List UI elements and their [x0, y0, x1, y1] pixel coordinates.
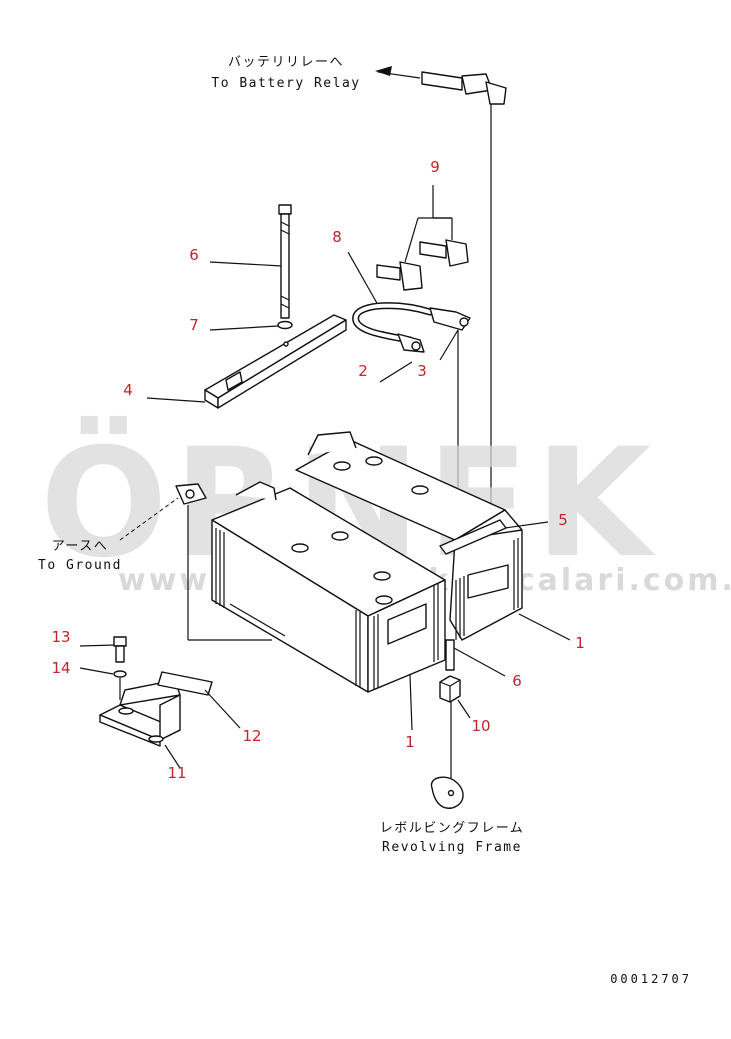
- strap-part-5: [439, 519, 549, 555]
- label-battery-relay-en: To Battery Relay: [211, 76, 360, 91]
- callout-14: 14: [51, 659, 70, 677]
- bracket-part-11: [99, 678, 181, 769]
- label-ground-en: To Ground: [38, 558, 122, 573]
- callout-7: 7: [189, 316, 199, 334]
- label-frame-jp: レボルビングフレーム: [380, 821, 525, 836]
- label-battery-relay-jp: バッテリリレーへ: [228, 55, 344, 70]
- label-frame-en: Revolving Frame: [382, 840, 522, 855]
- connector-part-9: [376, 185, 469, 291]
- callout-2: 2: [358, 362, 368, 380]
- callout-4: 4: [123, 381, 133, 399]
- revolving-frame-patch: [430, 776, 464, 809]
- cable-part-8: [347, 251, 471, 540]
- callout-5: 5: [558, 511, 568, 529]
- leader-1b: [409, 674, 413, 731]
- leader-1a: [518, 613, 571, 641]
- spacer-part-10: [439, 675, 471, 792]
- ground-cable: [119, 483, 272, 641]
- callout-12: 12: [242, 727, 261, 745]
- rod-part-6: [209, 204, 292, 319]
- label-ground-jp: アースへ: [52, 539, 109, 554]
- callout-13: 13: [51, 628, 70, 646]
- callout-6-upper: 6: [189, 246, 199, 264]
- callout-10: 10: [471, 717, 490, 735]
- callout-8: 8: [332, 228, 342, 246]
- callout-1-front: 1: [405, 733, 415, 751]
- drawing-code: 00012707: [610, 972, 692, 986]
- plate-part-4: [146, 314, 347, 409]
- callout-9: 9: [430, 158, 440, 176]
- callout-11: 11: [167, 764, 186, 782]
- relay-cable-end: [375, 66, 507, 530]
- callout-1-right: 1: [575, 634, 585, 652]
- washer-part-14: [79, 667, 127, 678]
- pad-part-12: [157, 671, 241, 729]
- callout-3: 3: [417, 362, 427, 380]
- washer-part-7: [209, 320, 293, 331]
- bolt-part-13: [79, 636, 127, 663]
- battery-front: [211, 481, 446, 693]
- rod-part-6-lower: [445, 639, 506, 677]
- callout-6-lower: 6: [512, 672, 522, 690]
